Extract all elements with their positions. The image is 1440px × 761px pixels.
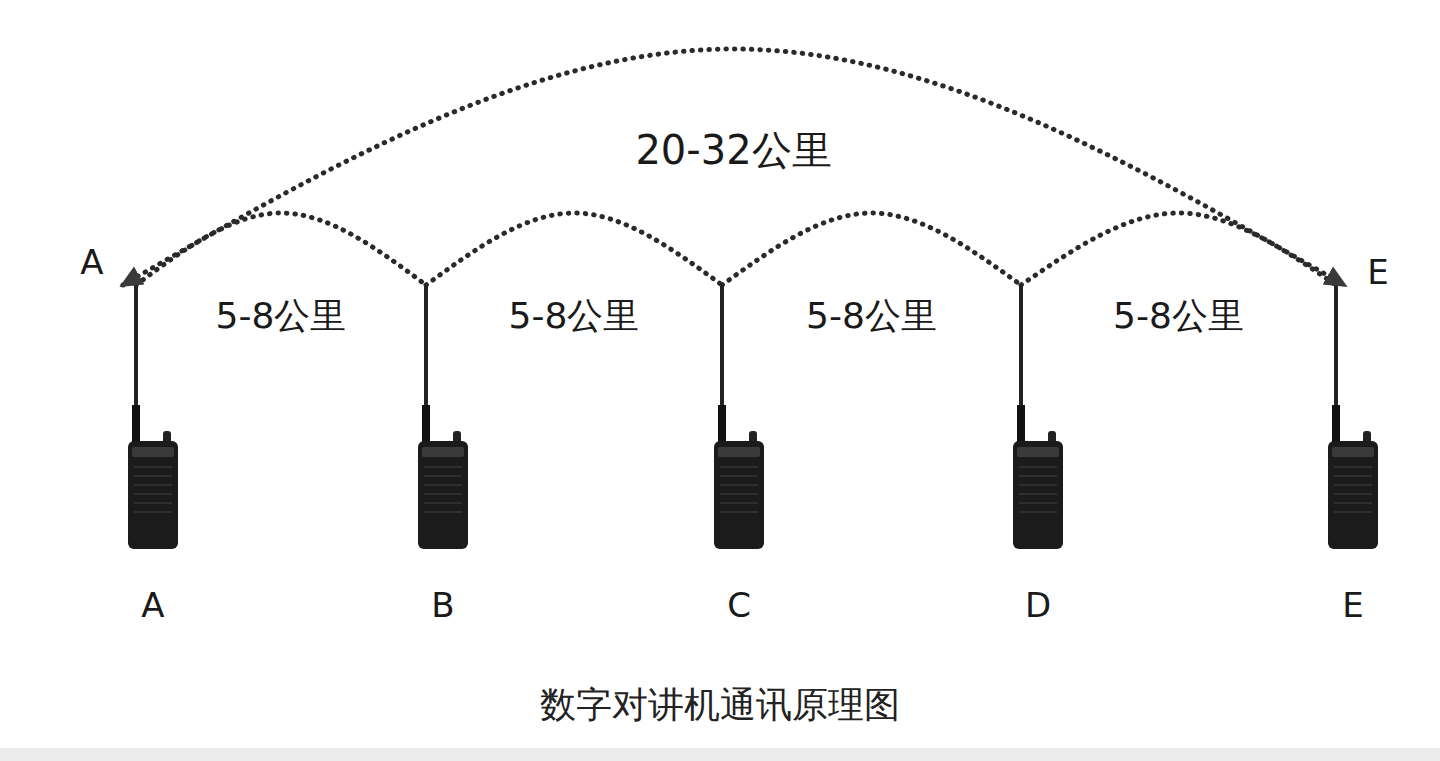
speaker-grille bbox=[1334, 475, 1372, 477]
radio-illustration bbox=[699, 285, 779, 555]
radio-body bbox=[714, 441, 764, 549]
walkie-talkie: C bbox=[699, 285, 779, 635]
speaker-grille bbox=[134, 493, 172, 495]
radio-top-panel bbox=[422, 447, 464, 457]
end-letter: E bbox=[1367, 252, 1388, 292]
radio-body bbox=[1328, 441, 1378, 549]
radio-letter: E bbox=[1313, 585, 1393, 625]
radio-illustration bbox=[403, 285, 483, 555]
dotted-arrow bbox=[123, 49, 1344, 285]
radio-illustration bbox=[1313, 285, 1393, 555]
speaker-grille bbox=[134, 466, 172, 468]
distance-label: 20-32公里 bbox=[631, 123, 835, 178]
radio-illustration bbox=[998, 285, 1078, 555]
speaker-grille bbox=[424, 511, 462, 513]
speaker-grille bbox=[134, 502, 172, 504]
speaker-grille bbox=[1334, 466, 1372, 468]
speaker-grille bbox=[424, 466, 462, 468]
walkie-talkie: A bbox=[113, 285, 193, 635]
radio-letter: A bbox=[113, 585, 193, 625]
dotted-link bbox=[1021, 213, 1336, 285]
bottom-band bbox=[0, 748, 1440, 761]
speaker-grille bbox=[1019, 466, 1057, 468]
antenna-base bbox=[718, 405, 726, 443]
speaker-grille bbox=[424, 475, 462, 477]
radio-illustration bbox=[113, 285, 193, 555]
speaker-grille bbox=[424, 493, 462, 495]
speaker-grille bbox=[720, 502, 758, 504]
speaker-grille bbox=[1019, 475, 1057, 477]
speaker-grille bbox=[1019, 484, 1057, 486]
antenna-base bbox=[132, 405, 140, 443]
antenna-base bbox=[1017, 405, 1025, 443]
speaker-grille bbox=[424, 502, 462, 504]
radio-body bbox=[128, 441, 178, 549]
speaker-grille bbox=[134, 511, 172, 513]
distance-label: 5-8公里 bbox=[802, 292, 941, 341]
caption: 数字对讲机通讯原理图 bbox=[540, 681, 900, 730]
speaker-grille bbox=[720, 466, 758, 468]
walkie-talkie: E bbox=[1313, 285, 1393, 635]
radio-top-panel bbox=[1332, 447, 1374, 457]
speaker-grille bbox=[1019, 511, 1057, 513]
speaker-grille bbox=[1334, 484, 1372, 486]
radio-top-panel bbox=[132, 447, 174, 457]
radio-top-panel bbox=[718, 447, 760, 457]
antenna-base bbox=[1332, 405, 1340, 443]
speaker-grille bbox=[720, 475, 758, 477]
speaker-grille bbox=[720, 493, 758, 495]
speaker-grille bbox=[134, 484, 172, 486]
walkie-talkie: D bbox=[998, 285, 1078, 635]
radio-letter: C bbox=[699, 585, 779, 625]
dotted-link bbox=[426, 213, 722, 285]
end-letter: A bbox=[80, 242, 103, 282]
speaker-grille bbox=[1334, 511, 1372, 513]
speaker-grille bbox=[1019, 502, 1057, 504]
distance-label: 5-8公里 bbox=[505, 292, 644, 341]
walkie-talkie: B bbox=[403, 285, 483, 635]
speaker-grille bbox=[134, 475, 172, 477]
speaker-grille bbox=[720, 511, 758, 513]
speaker-grille bbox=[720, 484, 758, 486]
radio-body bbox=[418, 441, 468, 549]
radio-body bbox=[1013, 441, 1063, 549]
speaker-grille bbox=[1334, 502, 1372, 504]
radio-letter: D bbox=[998, 585, 1078, 625]
radio-letter: B bbox=[403, 585, 483, 625]
speaker-grille bbox=[424, 484, 462, 486]
dotted-link bbox=[136, 213, 426, 285]
antenna-base bbox=[422, 405, 430, 443]
dotted-link bbox=[722, 213, 1021, 285]
speaker-grille bbox=[1334, 493, 1372, 495]
distance-label: 5-8公里 bbox=[212, 292, 351, 341]
speaker-grille bbox=[1019, 493, 1057, 495]
distance-label: 5-8公里 bbox=[1109, 292, 1248, 341]
radio-top-panel bbox=[1017, 447, 1059, 457]
